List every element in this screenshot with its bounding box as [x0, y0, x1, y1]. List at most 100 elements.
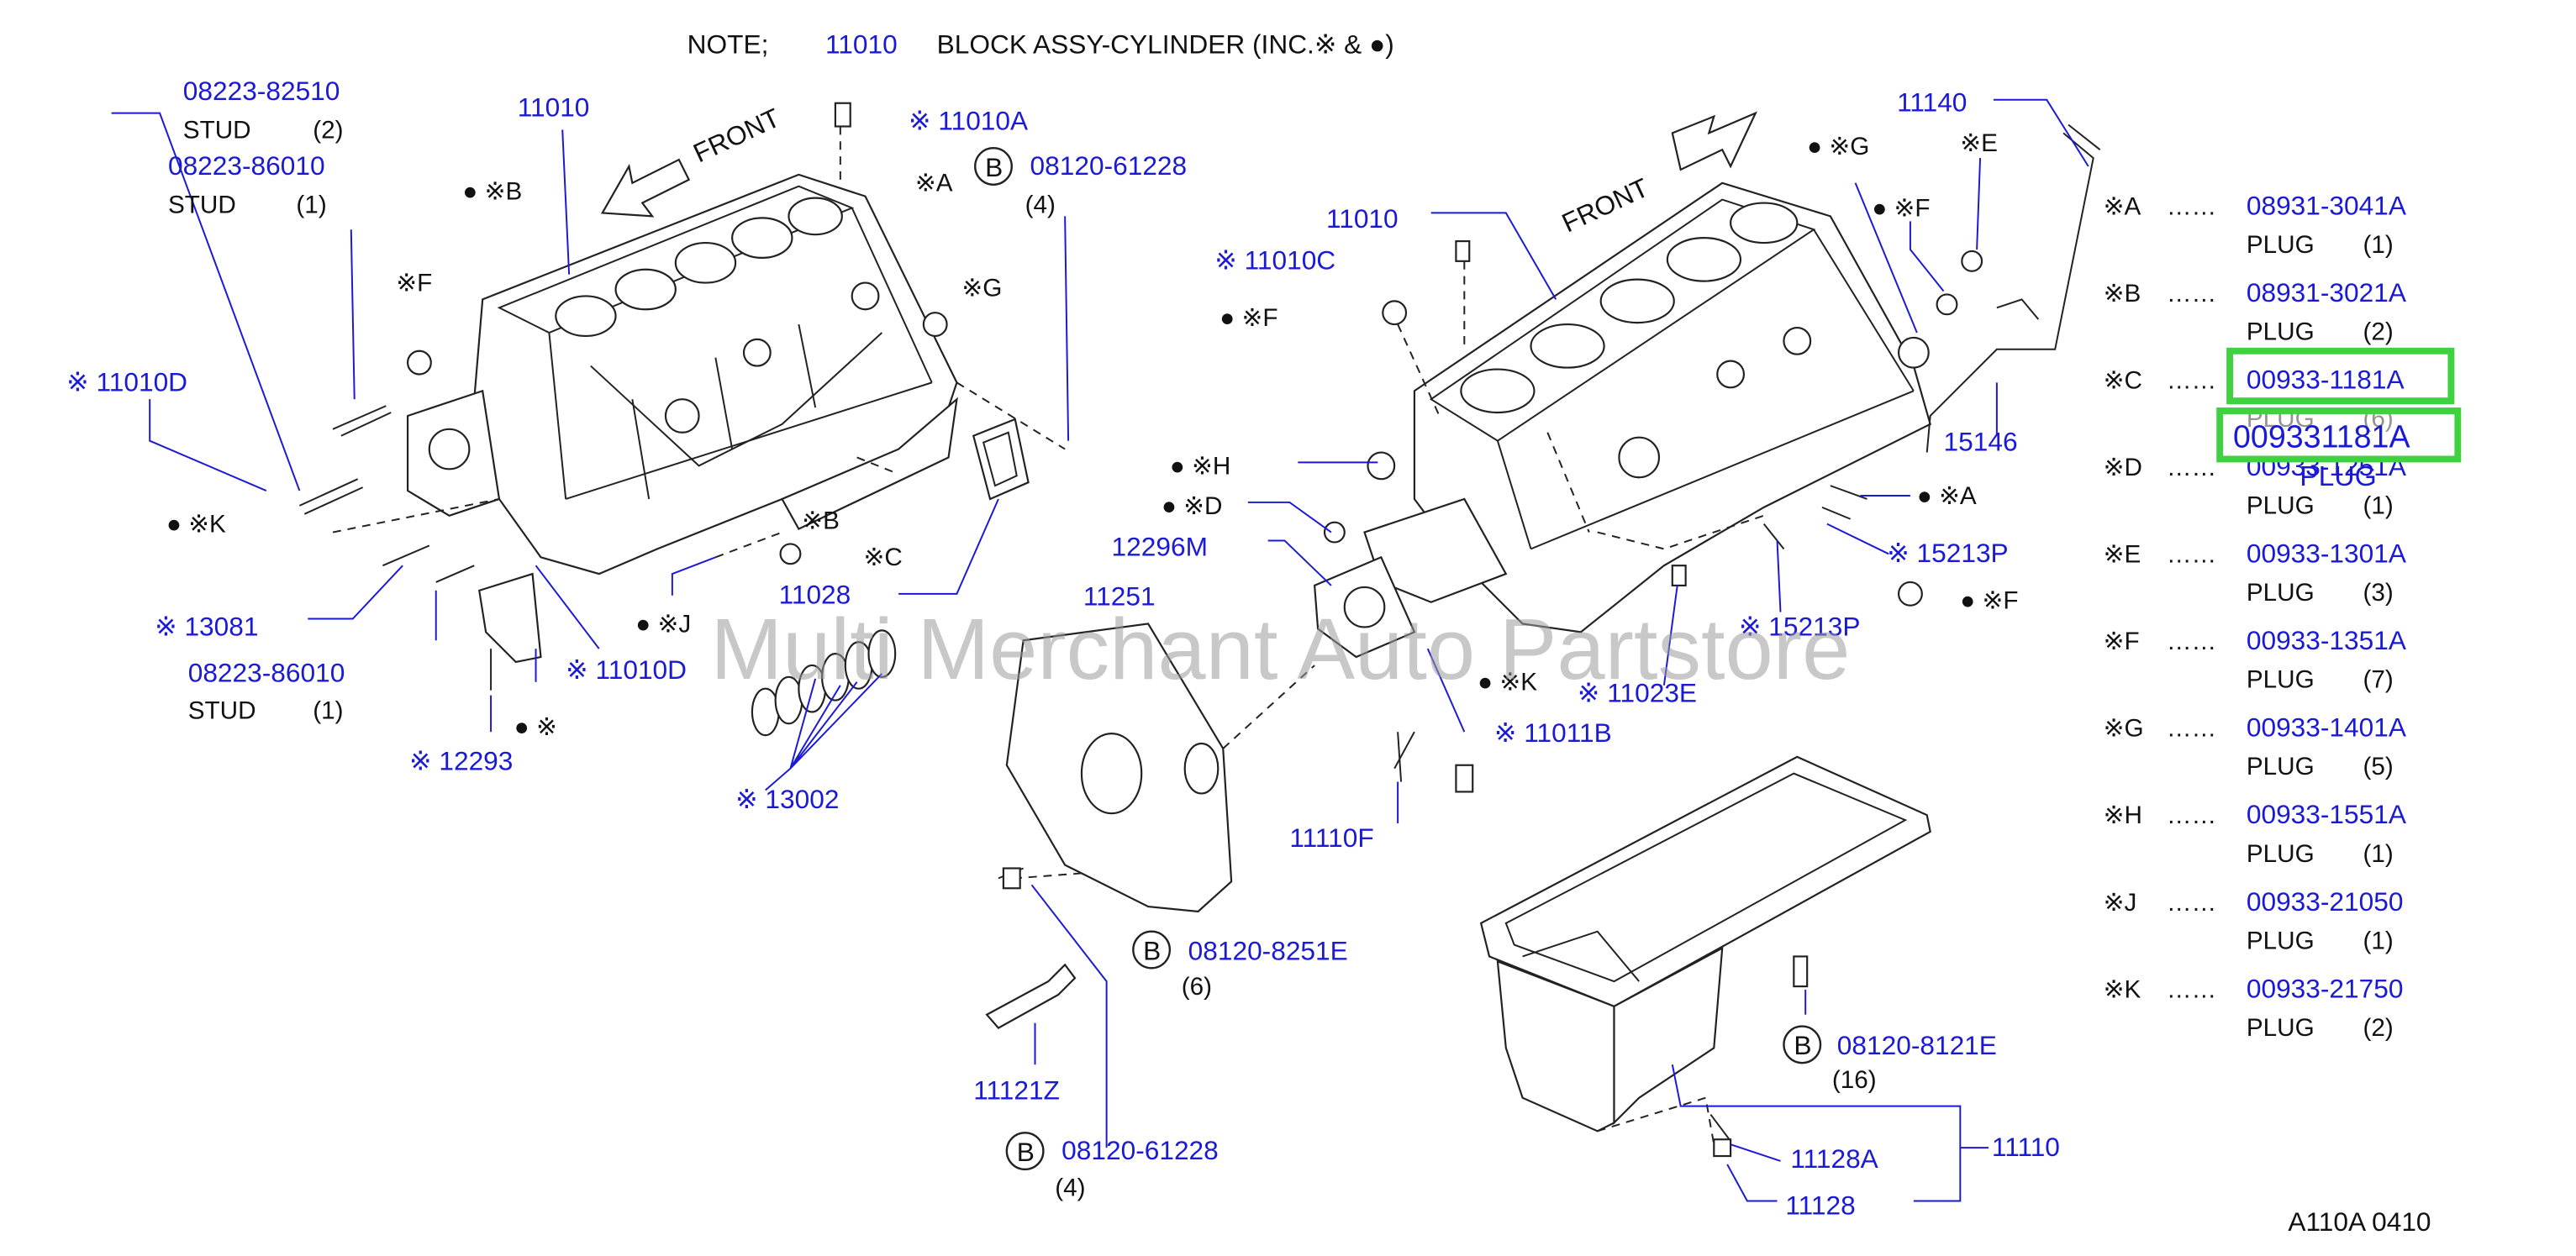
- callout-11251[interactable]: 11251: [1083, 581, 1156, 612]
- callout-11010D-mid[interactable]: ※ 11010D: [566, 654, 687, 685]
- legend-part-number[interactable]: 00933-21750: [2247, 973, 2404, 1003]
- callout-stud-label: STUD: [188, 696, 256, 724]
- seal-rings: [751, 629, 897, 737]
- left-cylinder-block: FRONT: [298, 102, 1066, 737]
- callout-11110[interactable]: 11110: [1992, 1132, 2060, 1162]
- highlight-part-number[interactable]: 009331181A: [2233, 419, 2410, 455]
- callout-12296M[interactable]: 12296M: [1112, 531, 1208, 561]
- front-label-right: FRONT: [1557, 172, 1653, 239]
- callout-11110F[interactable]: 11110F: [1289, 822, 1373, 853]
- callout-08120-8251E[interactable]: 08120-8251E: [1188, 935, 1348, 965]
- legend-qty: (2): [2363, 1014, 2393, 1042]
- callout-stud-label: STUD: [183, 116, 251, 144]
- legend-qty: (1): [2363, 231, 2393, 259]
- legend-qty: (5): [2363, 753, 2393, 780]
- legend-part-number[interactable]: 08931-3041A: [2247, 190, 2407, 220]
- callout-11010-right[interactable]: 11010: [1326, 203, 1399, 234]
- legend-dots: ……: [2167, 975, 2216, 1003]
- callout-dot-F1: ● ※F: [1220, 304, 1277, 332]
- callout-dot-F2: ● ※F: [1872, 194, 1930, 222]
- legend-key: ※F: [2104, 628, 2140, 655]
- legend-part-name: PLUG: [2247, 231, 2315, 259]
- callout-08120-61228-bottom-qty: (4): [1055, 1175, 1085, 1202]
- callout-08120-8121E[interactable]: 08120-8121E: [1837, 1030, 1997, 1060]
- callout-13081[interactable]: ※ 13081: [155, 611, 258, 641]
- legend-dots: ……: [2167, 280, 2216, 307]
- highlight-box-part: [2226, 347, 2455, 405]
- legend-part-number[interactable]: 00933-21050: [2247, 886, 2404, 917]
- legend-key: ※K: [2104, 975, 2141, 1003]
- callouts: 08223-82510 STUD (2) 08223-86010 STUD (1…: [66, 76, 2060, 1221]
- legend-part-name: PLUG: [2247, 579, 2315, 607]
- callout-11010C[interactable]: ※ 11010C: [1214, 245, 1335, 276]
- note-prefix: NOTE;: [687, 29, 769, 59]
- callout-stud-qty: (1): [313, 696, 343, 724]
- callout-08120-61228-bottom[interactable]: 08120-61228: [1061, 1135, 1219, 1165]
- callout-dot-x: ● ※: [514, 713, 557, 741]
- callout-11010A[interactable]: ※ 11010A: [909, 105, 1029, 135]
- legend-part-number[interactable]: 00933-1301A: [2247, 539, 2407, 569]
- legend-dots: ……: [2167, 192, 2216, 220]
- callout-11010-left[interactable]: 11010: [518, 92, 590, 123]
- callout-13002[interactable]: ※ 13002: [735, 784, 839, 814]
- callout-11121Z[interactable]: 11121Z: [973, 1075, 1060, 1106]
- legend-dots: ……: [2167, 801, 2216, 829]
- callout-x-A: ※A: [915, 170, 953, 197]
- legend-qty: (1): [2363, 927, 2393, 954]
- callout-stud-label: STUD: [168, 191, 236, 218]
- legend-qty: (7): [2363, 666, 2393, 694]
- callout-12293[interactable]: ※ 12293: [409, 746, 513, 776]
- callout-dot-H: ● ※H: [1170, 452, 1230, 480]
- legend-key: ※G: [2104, 715, 2144, 743]
- legend-part-number[interactable]: 00933-1551A: [2247, 799, 2407, 829]
- callout-11140[interactable]: 11140: [1897, 87, 1967, 118]
- legend-part-name: PLUG: [2247, 840, 2315, 868]
- legend-part-name: PLUG: [2247, 753, 2315, 780]
- legend-part-number[interactable]: 00933-1181A: [2247, 365, 2405, 395]
- header-note: NOTE; 11010 BLOCK ASSY-CYLINDER (INC.※ &…: [687, 29, 1394, 59]
- leader-lines: [111, 98, 2089, 1202]
- legend-key: ※J: [2104, 889, 2137, 917]
- callout-11023E[interactable]: ※ 11023E: [1578, 678, 1697, 708]
- callout-15213P-b[interactable]: ※ 15213P: [1739, 611, 1860, 641]
- callout-08223-86010-bottom[interactable]: 08223-86010: [188, 658, 345, 688]
- bolt-b-letter: B: [1794, 1030, 1811, 1060]
- callout-dot-A: ● ※A: [1917, 482, 1977, 510]
- callout-08120-8251E-qty: (6): [1182, 973, 1212, 1001]
- callout-11028[interactable]: 11028: [779, 580, 851, 610]
- legend-part-number[interactable]: 00933-1351A: [2247, 625, 2407, 655]
- callout-08120-8121E-qty: (16): [1832, 1066, 1877, 1094]
- legend-part-number[interactable]: 08931-3021A: [2247, 277, 2407, 307]
- oil-pan: [1397, 732, 1931, 1158]
- legend-qty: (3): [2363, 579, 2393, 607]
- note-part[interactable]: 11010: [825, 29, 898, 59]
- legend-part-number[interactable]: 00933-1401A: [2247, 712, 2407, 743]
- callout-11128[interactable]: 11128: [1785, 1190, 1855, 1220]
- callout-11011B[interactable]: ※ 11011B: [1494, 717, 1612, 748]
- legend-dots: ……: [2167, 628, 2216, 655]
- callout-08120-61228-top[interactable]: 08120-61228: [1030, 150, 1188, 181]
- callout-x-E: ※E: [1960, 129, 1998, 157]
- callout-08223-86010-top[interactable]: 08223-86010: [168, 150, 325, 181]
- callout-11010D-left[interactable]: ※ 11010D: [66, 366, 187, 397]
- legend-part-name: PLUG: [2247, 927, 2315, 954]
- callout-stud-qty: (2): [313, 116, 343, 144]
- legend-dots: ……: [2167, 454, 2216, 481]
- legend-qty: (2): [2363, 318, 2393, 345]
- callout-dot-B: ● ※B: [462, 178, 522, 206]
- legend-qty: (1): [2363, 840, 2393, 868]
- callout-11128A[interactable]: 11128A: [1790, 1143, 1878, 1174]
- bolt-b-marker: [1783, 1025, 1822, 1064]
- callout-08223-82510[interactable]: 08223-82510: [183, 76, 340, 106]
- highlight-part-name: PLUG: [2299, 461, 2377, 492]
- callout-dot-K2: ● ※K: [1478, 669, 1537, 696]
- legend-qty: (1): [2363, 492, 2393, 520]
- callout-15213P-a[interactable]: ※ 15213P: [1887, 538, 2008, 568]
- legend-dots: ……: [2167, 541, 2216, 569]
- watermark: Multi Merchant Auto Partstore: [710, 601, 1850, 697]
- callout-15146[interactable]: 15146: [1944, 427, 2018, 457]
- bolt-b-marker: [1005, 1132, 1045, 1171]
- front-label-left: FRONT: [688, 102, 784, 169]
- callout-x-B: ※B: [802, 507, 840, 535]
